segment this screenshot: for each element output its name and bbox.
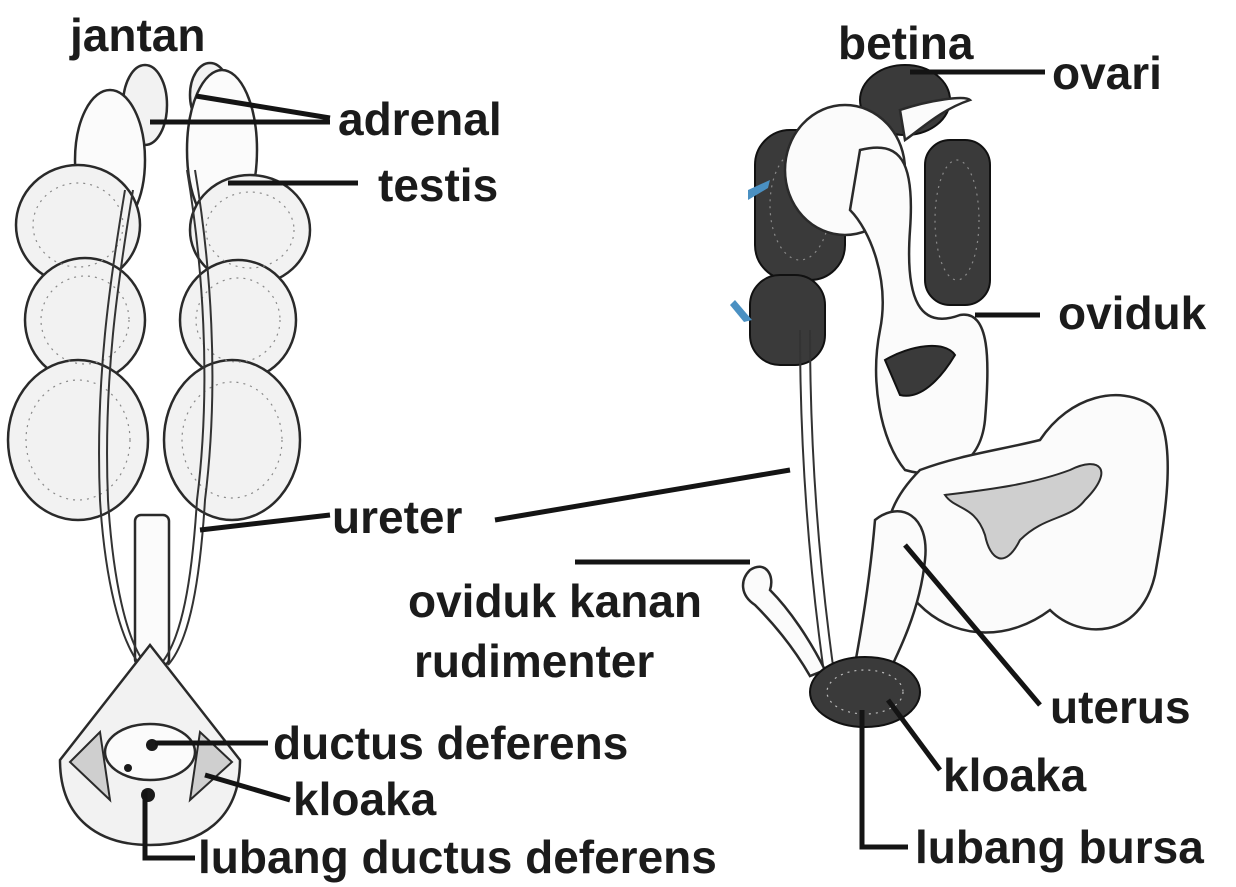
male-organs-illustration (8, 63, 310, 845)
label-ductus-deferens: ductus deferens (273, 720, 628, 766)
kidney-right (164, 175, 310, 520)
kidney-left (8, 165, 148, 520)
label-female-kloaka: kloaka (943, 752, 1086, 798)
male-title: jantan (70, 12, 205, 58)
label-adrenal: adrenal (338, 96, 502, 142)
label-lubang-bursa: lubang bursa (915, 824, 1204, 870)
label-ovari: ovari (1052, 50, 1162, 96)
female-organs-illustration (730, 65, 1168, 727)
label-male-kloaka: kloaka (293, 776, 436, 822)
label-oviduk: oviduk (1058, 290, 1206, 336)
rectum (135, 515, 169, 665)
label-testis: testis (378, 162, 498, 208)
female-title: betina (838, 20, 973, 66)
label-rudimenter: rudimenter (414, 638, 654, 684)
label-lubang-ductus-deferens: lubang ductus deferens (198, 834, 717, 880)
label-ureter: ureter (332, 494, 462, 540)
female-ureter (800, 330, 825, 680)
label-uterus: uterus (1050, 684, 1191, 730)
label-oviduk-kanan: oviduk kanan (408, 578, 702, 624)
